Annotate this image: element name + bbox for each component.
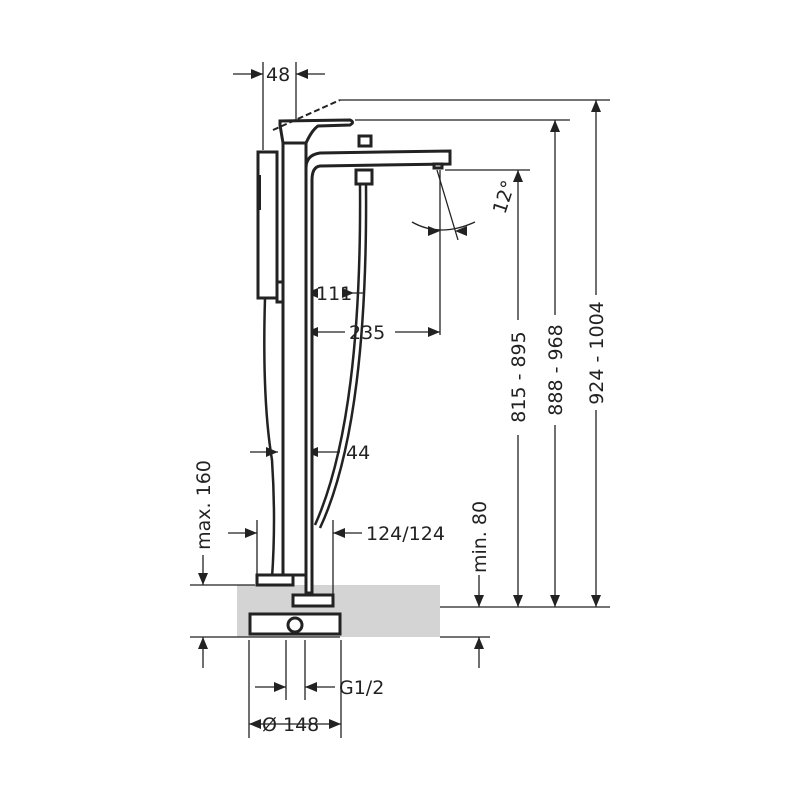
label-g12: G1/2	[339, 677, 384, 699]
diverter-knob	[357, 134, 373, 148]
mixer-column	[281, 143, 308, 577]
hand-shower-hose	[263, 297, 276, 579]
label-max-160: max. 160	[193, 460, 215, 550]
lever-raised-outline	[272, 99, 341, 131]
lever-handle	[278, 118, 354, 145]
label-44: 44	[346, 442, 370, 464]
label-924-1004: 924 - 1004	[586, 301, 608, 405]
label-124-124: 124/124	[366, 523, 445, 545]
spout	[304, 149, 452, 595]
spout-nozzle	[432, 162, 444, 170]
label-48: 48	[266, 64, 290, 86]
label-angle: 12°	[489, 178, 520, 217]
label-diameter-148: Ø 148	[262, 714, 319, 736]
label-235: 235	[349, 322, 385, 344]
label-111: 111	[316, 283, 352, 305]
label-815-895: 815 - 895	[508, 331, 530, 422]
dimension-labels: 48 111 235 44 124/124 12° 815 - 895 888 …	[193, 64, 608, 736]
label-888-968: 888 - 968	[545, 324, 567, 415]
base-lower	[291, 593, 335, 608]
label-min-80: min. 80	[469, 501, 491, 573]
connection-thread	[286, 616, 304, 634]
base-upper	[255, 573, 295, 587]
dimension-arrows	[198, 69, 601, 729]
faucet	[248, 99, 452, 636]
spout-hose	[313, 184, 368, 529]
diverter-stem	[354, 168, 374, 186]
hand-shower	[256, 150, 279, 300]
extension-lines	[190, 62, 610, 738]
